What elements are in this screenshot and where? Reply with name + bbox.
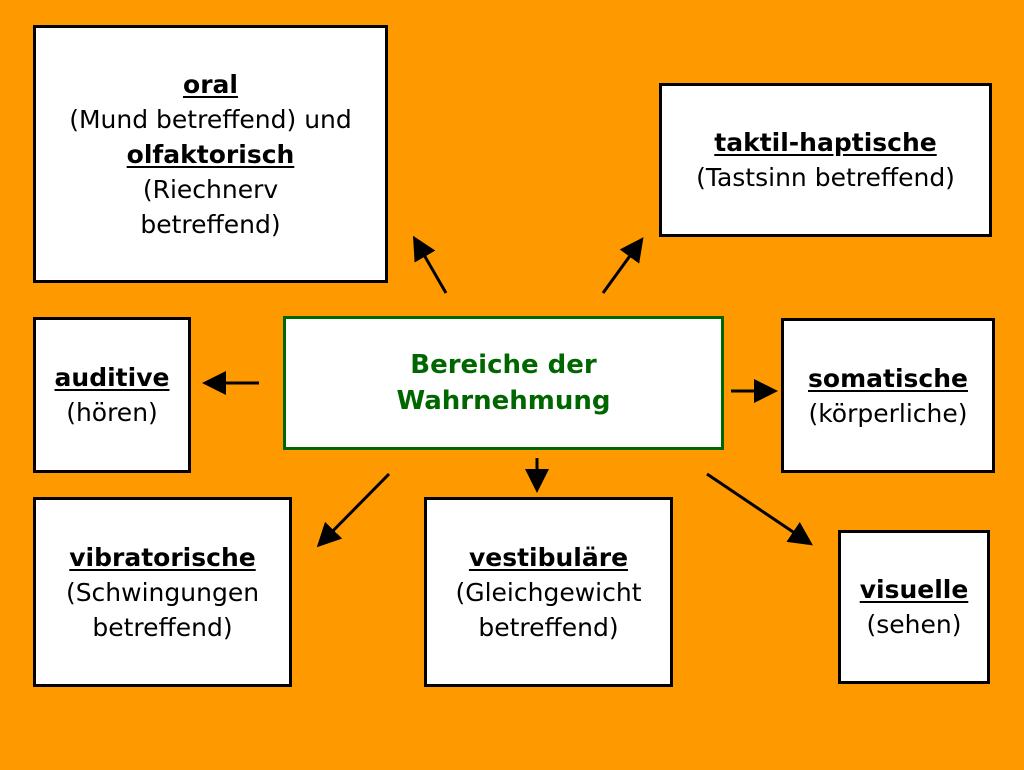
box-taktil-haptische: taktil-haptische (Tastsinn betreffend) bbox=[659, 83, 992, 237]
olfaktorisch-text-2: betreffend) bbox=[140, 209, 281, 239]
center-line-2: Wahrnehmung bbox=[396, 386, 611, 416]
oral-text: (Mund betreffend) und bbox=[69, 104, 352, 134]
auditive-heading: auditive bbox=[54, 363, 170, 392]
center-line-1: Bereiche der bbox=[410, 350, 597, 380]
olfaktorisch-text-1: (Riechnerv bbox=[142, 174, 279, 204]
oral-heading: oral bbox=[183, 69, 238, 99]
arrow-to-visuelle bbox=[706, 472, 813, 546]
arrow-to-vibratorische bbox=[316, 472, 391, 548]
box-vibratorische: vibratorische (Schwingungen betreffend) bbox=[33, 497, 292, 687]
box-visuelle: visuelle (sehen) bbox=[838, 530, 990, 684]
visuelle-text: (sehen) bbox=[866, 610, 962, 639]
arrow-to-oral bbox=[413, 235, 448, 294]
taktil-heading: taktil-haptische bbox=[714, 128, 937, 157]
vibratorische-heading: vibratorische bbox=[69, 542, 256, 572]
arrow-to-taktil bbox=[601, 237, 644, 294]
vibratorische-text-1: (Schwingungen bbox=[65, 577, 260, 607]
visuelle-heading: visuelle bbox=[859, 575, 969, 604]
auditive-text: (hören) bbox=[66, 398, 158, 427]
box-auditive: auditive (hören) bbox=[33, 317, 191, 473]
vestibulaere-text-1: (Gleichgewicht bbox=[455, 577, 642, 607]
somatische-text: (körperliche) bbox=[808, 398, 968, 428]
vestibulaere-text-2: betreffend) bbox=[478, 612, 619, 642]
taktil-text: (Tastsinn betreffend) bbox=[696, 163, 955, 192]
box-somatische: somatische (körperliche) bbox=[781, 318, 995, 473]
box-oral-olfaktorisch: oral (Mund betreffend) und olfaktorisch … bbox=[33, 25, 388, 283]
vibratorische-text-2: betreffend) bbox=[92, 612, 233, 642]
olfaktorisch-heading: olfaktorisch bbox=[126, 139, 295, 169]
box-vestibulaere: vestibuläre (Gleichgewicht betreffend) bbox=[424, 497, 673, 687]
somatische-heading: somatische bbox=[808, 363, 968, 393]
center-node: Bereiche der Wahrnehmung bbox=[283, 316, 724, 450]
vestibulaere-heading: vestibuläre bbox=[468, 542, 629, 572]
